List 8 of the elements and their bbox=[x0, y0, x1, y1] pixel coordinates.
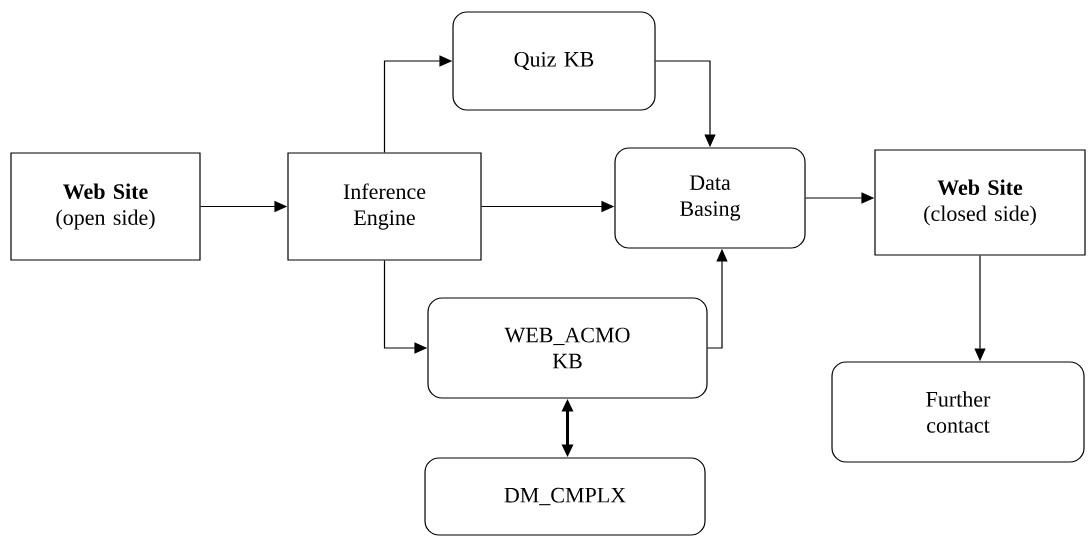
rounded-box: WEB_ACMO KB bbox=[427, 297, 708, 399]
rounded-box: Data Basing bbox=[614, 147, 806, 249]
process-box: Web Site (closed side) bbox=[874, 149, 1086, 256]
rounded-box: DM_CMPLX bbox=[424, 457, 706, 536]
rounded-box: Further contact bbox=[831, 361, 1085, 463]
process-box: Inference Engine bbox=[287, 152, 482, 261]
process-box: Web Site (open side) bbox=[10, 152, 201, 261]
rounded-box: Quiz KB bbox=[452, 11, 656, 111]
